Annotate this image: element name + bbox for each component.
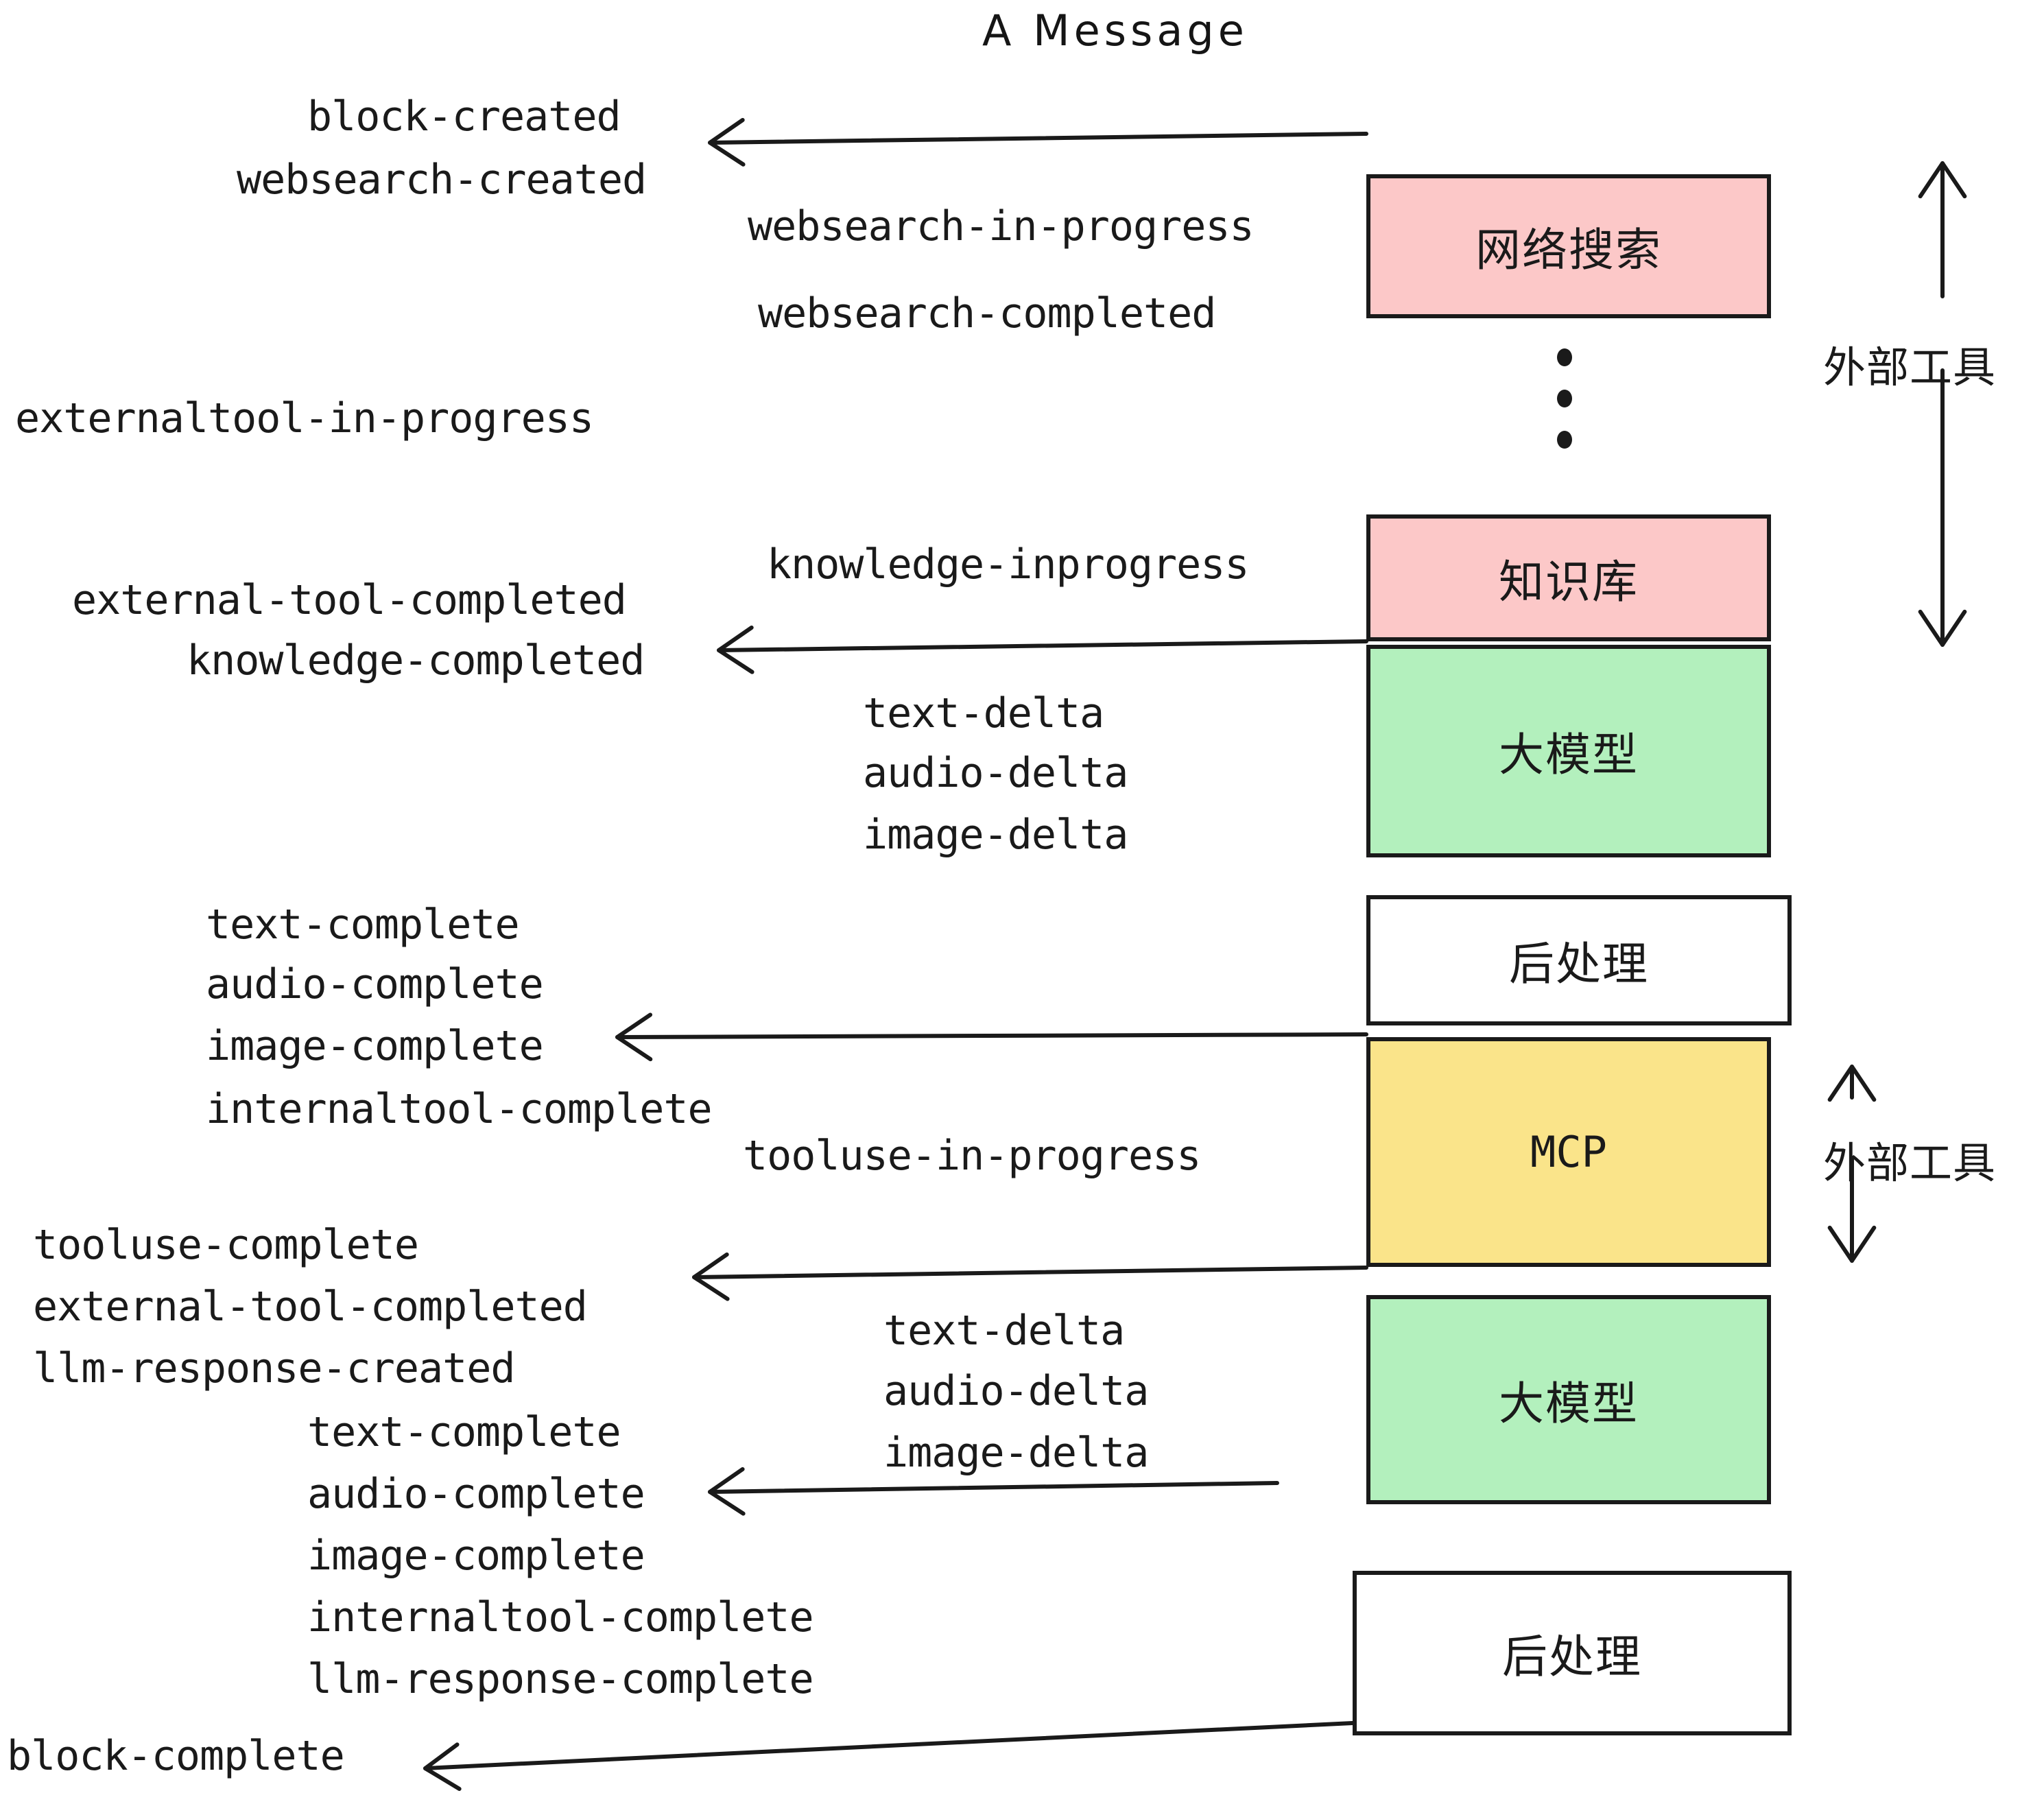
event-label-external-tool-completed-2: external-tool-completed	[33, 1283, 588, 1331]
arrow-knowledge-completed-head	[717, 625, 754, 674]
external-tools-range-bottom-up-head	[1827, 1065, 1877, 1102]
side-label-external-tools-bottom: 外部工具	[1823, 1138, 1997, 1188]
event-label-audio-complete-2: audio-complete	[307, 1470, 645, 1518]
arrow-audio-complete-line	[708, 1481, 1279, 1494]
ellipsis-dot-2	[1557, 390, 1572, 407]
event-label-text-complete-1: text-complete	[206, 901, 520, 949]
event-label-knowledge-completed: knowledge-completed	[187, 637, 645, 685]
event-label-image-complete-1: image-complete	[206, 1022, 544, 1070]
external-tools-range-bottom-down-head	[1827, 1225, 1877, 1263]
event-label-audio-delta-1: audio-delta	[863, 749, 1128, 797]
event-label-knowledge-inprogress: knowledge-inprogress	[767, 541, 1249, 589]
node-box-mcp: MCP	[1366, 1037, 1771, 1267]
event-label-image-complete-2: image-complete	[307, 1532, 645, 1580]
event-label-text-complete-2: text-complete	[307, 1408, 621, 1456]
event-label-block-complete: block-complete	[7, 1732, 345, 1780]
event-label-llm-response-complete: llm-response-complete	[307, 1655, 814, 1703]
arrow-tooluse-complete-line	[692, 1266, 1368, 1279]
event-label-internaltool-complete-2: internaltool-complete	[307, 1593, 814, 1641]
node-box-llm-2: 大模型	[1366, 1295, 1771, 1504]
event-label-image-delta-2: image-delta	[883, 1429, 1149, 1477]
arrow-block-created-line	[708, 132, 1368, 145]
side-label-external-tools-top: 外部工具	[1823, 342, 1997, 392]
arrow-block-complete-line	[423, 1721, 1355, 1770]
event-label-external-tool-completed-1: external-tool-completed	[72, 576, 627, 624]
ellipsis-dot-3	[1557, 431, 1572, 449]
event-label-text-delta-2: text-delta	[883, 1307, 1125, 1355]
event-label-websearch-completed: websearch-completed	[758, 289, 1216, 337]
event-label-tooluse-in-progress: tooluse-in-progress	[743, 1132, 1201, 1180]
page-title: A Message	[982, 5, 1248, 56]
event-label-internaltool-complete-1: internaltool-complete	[206, 1085, 713, 1133]
arrow-tooluse-complete-head	[692, 1252, 730, 1301]
external-tools-range-top-down-head	[1918, 609, 1967, 647]
arrow-block-complete-head	[423, 1742, 462, 1791]
arrow-knowledge-completed-line	[717, 639, 1368, 652]
event-label-tooluse-complete: tooluse-complete	[33, 1221, 419, 1269]
event-label-image-delta-1: image-delta	[863, 811, 1128, 859]
event-label-externaltool-in-progress: externaltool-in-progress	[15, 394, 594, 442]
event-label-websearch-in-progress: websearch-in-progress	[748, 202, 1255, 250]
node-box-postprocess-1: 后处理	[1366, 895, 1792, 1025]
event-label-block-created: block-created	[307, 93, 621, 141]
event-label-llm-response-created: llm-response-created	[33, 1344, 515, 1392]
node-box-postprocess-2: 后处理	[1353, 1571, 1792, 1735]
node-box-websearch: 网络搜索	[1366, 174, 1771, 318]
arrow-image-complete-head	[615, 1012, 653, 1062]
ellipsis-dot-1	[1557, 348, 1572, 366]
arrow-block-created-head	[708, 118, 746, 167]
event-label-websearch-created: websearch-created	[237, 156, 647, 204]
node-box-knowledge: 知识库	[1366, 514, 1771, 641]
event-label-text-delta-1: text-delta	[863, 689, 1104, 737]
event-label-audio-delta-2: audio-delta	[883, 1367, 1149, 1415]
node-box-llm-1: 大模型	[1366, 645, 1771, 857]
arrow-image-complete-line	[615, 1032, 1368, 1039]
external-tools-range-top-up-head	[1918, 161, 1967, 199]
arrow-audio-complete-head	[708, 1467, 746, 1516]
event-label-audio-complete-1: audio-complete	[206, 960, 544, 1008]
